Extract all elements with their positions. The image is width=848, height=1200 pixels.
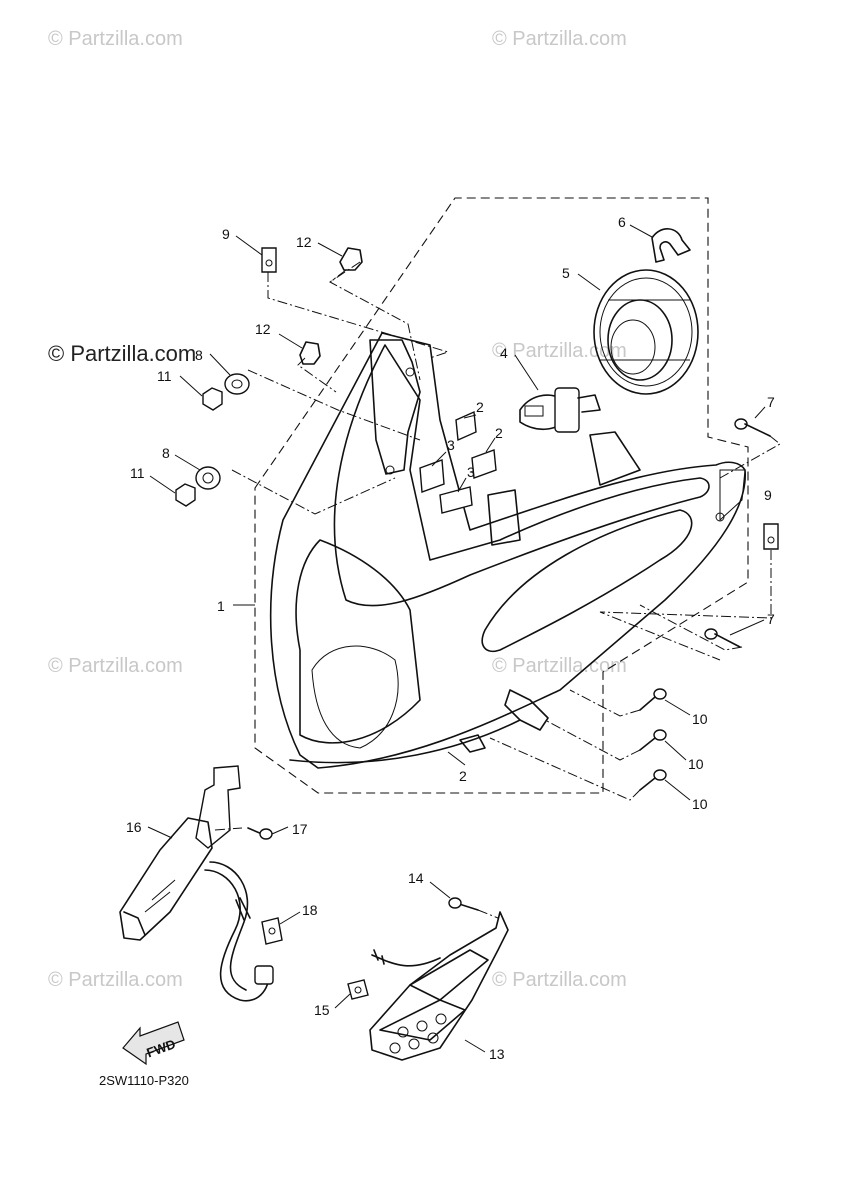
callout-1: 1 — [217, 598, 225, 614]
headlight-housing — [269, 332, 746, 769]
nut-upper — [202, 387, 223, 411]
callout-9: 9 — [764, 487, 772, 503]
callout-11: 11 — [157, 368, 172, 384]
label-2a — [455, 410, 477, 442]
screw-10-lower — [639, 769, 667, 791]
callout-2: 2 — [459, 768, 467, 784]
watermark: © Partzilla.com — [492, 969, 627, 991]
callout-5: 5 — [562, 265, 570, 281]
label-3b — [439, 486, 473, 514]
diagram-code: 2SW1110-P320 — [99, 1073, 189, 1088]
watermark: © Partzilla.com — [48, 28, 183, 50]
watermark: © Partzilla.com — [48, 655, 183, 677]
callout-14: 14 — [408, 870, 424, 886]
watermark: © Partzilla.com — [48, 969, 183, 991]
nut-lower — [175, 483, 196, 507]
watermark-strong: © Partzilla.com — [48, 341, 196, 366]
collar-lower — [195, 466, 221, 490]
turn-signal-right — [334, 881, 509, 1061]
screw-10-upper — [639, 688, 667, 711]
assembly-outline — [254, 197, 749, 794]
callout-8: 8 — [195, 347, 203, 363]
turn-signal-left — [119, 765, 301, 1002]
grommet-lower — [299, 341, 321, 365]
callout-15: 15 — [314, 1002, 330, 1018]
callout-11: 11 — [130, 465, 145, 481]
watermarks: © Partzilla.com © Partzilla.com © Partzi… — [48, 28, 627, 991]
callout-16: 16 — [126, 819, 142, 835]
callout-10: 10 — [692, 711, 708, 727]
leader-lines — [231, 261, 781, 801]
wire-clip — [651, 228, 691, 263]
watermark: © Partzilla.com — [492, 340, 627, 362]
forward-arrow: FWD — [122, 1021, 185, 1066]
callout-9: 9 — [222, 226, 230, 242]
callout-6: 6 — [618, 214, 626, 230]
collar-upper — [224, 373, 250, 395]
screw-upper — [734, 418, 771, 437]
label-3a — [419, 459, 445, 493]
callout-2: 2 — [476, 399, 484, 415]
screw-lower — [704, 628, 741, 648]
callout-leaders — [149, 224, 766, 801]
callout-12: 12 — [296, 234, 312, 250]
callout-3: 3 — [467, 464, 475, 480]
callout-18: 18 — [302, 902, 318, 918]
watermark: © Partzilla.com — [492, 655, 627, 677]
callout-3: 3 — [447, 437, 455, 453]
grommet-upper — [339, 247, 363, 271]
callout-4: 4 — [500, 345, 508, 361]
bulb-socket-cover — [593, 269, 699, 395]
screw-10-middle — [639, 729, 667, 751]
callout-12: 12 — [255, 321, 271, 337]
callout-7: 7 — [767, 394, 775, 410]
headlight-bulb — [519, 387, 601, 433]
callout-numbers: 9 12 6 5 4 12 8 11 2 7 2 3 8 3 11 9 1 7 … — [126, 214, 775, 1062]
callout-13: 13 — [489, 1046, 505, 1062]
label-2b — [471, 449, 497, 479]
callout-2: 2 — [495, 425, 503, 441]
watermark: © Partzilla.com — [492, 28, 627, 50]
callout-10: 10 — [688, 756, 704, 772]
callout-10: 10 — [692, 796, 708, 812]
callout-7: 7 — [767, 611, 775, 627]
callout-8: 8 — [162, 445, 170, 461]
callout-17: 17 — [292, 821, 308, 837]
